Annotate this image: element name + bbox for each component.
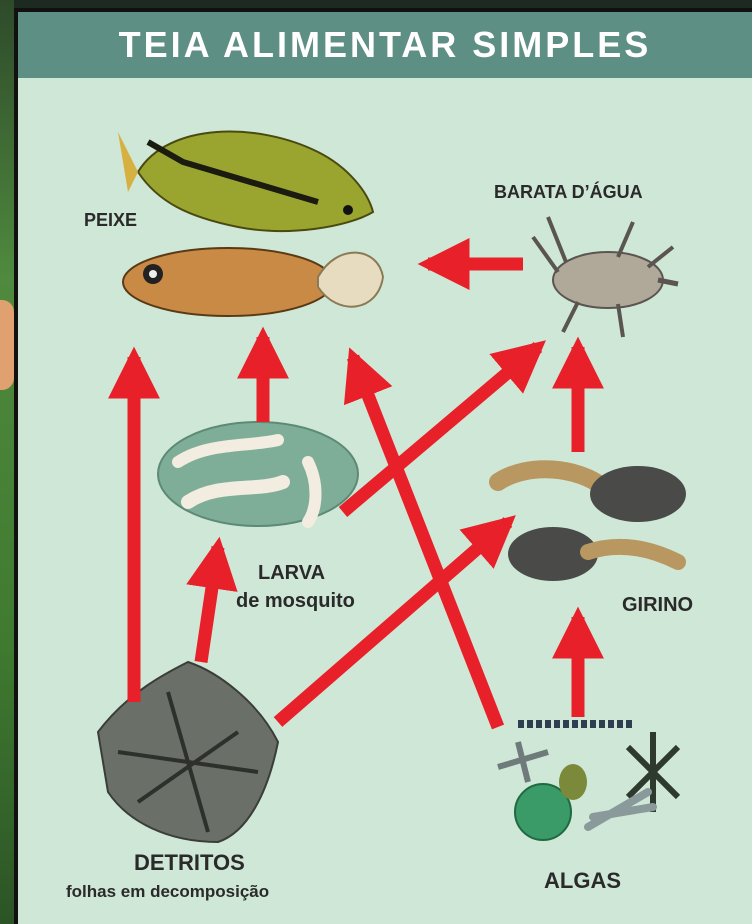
arrow-detritos-girino <box>278 522 508 722</box>
node-label-peixe: PEIXE <box>84 210 137 231</box>
node-label-algas: ALGAS <box>544 868 621 894</box>
node-label-larva: LARVA <box>258 562 325 585</box>
larva-illustration <box>158 422 358 526</box>
fish-top-illustration <box>118 132 373 231</box>
water-bug-illustration <box>533 217 678 337</box>
food-web-panel: TEIA ALIMENTAR SIMPLES <box>14 8 752 924</box>
food-web-diagram <box>18 12 752 924</box>
node-label-detritos: DETRITOS <box>134 850 245 876</box>
detritus-illustration <box>98 662 278 842</box>
tadpole-illustration <box>498 466 686 581</box>
node-label-larva-sub: de mosquito <box>236 590 355 613</box>
node-label-barata: BARATA D’ÁGUA <box>494 182 643 203</box>
node-label-detritos-sub: folhas em decomposição <box>66 882 269 902</box>
algae-illustration <box>498 724 678 840</box>
left-border-decoration <box>0 0 14 924</box>
arrow-larva-barata <box>343 347 538 512</box>
node-label-girino: GIRINO <box>622 594 693 617</box>
fish-guppy-illustration <box>123 248 383 316</box>
arrow-detritos-larva <box>201 547 218 662</box>
hand-decoration <box>0 300 14 390</box>
